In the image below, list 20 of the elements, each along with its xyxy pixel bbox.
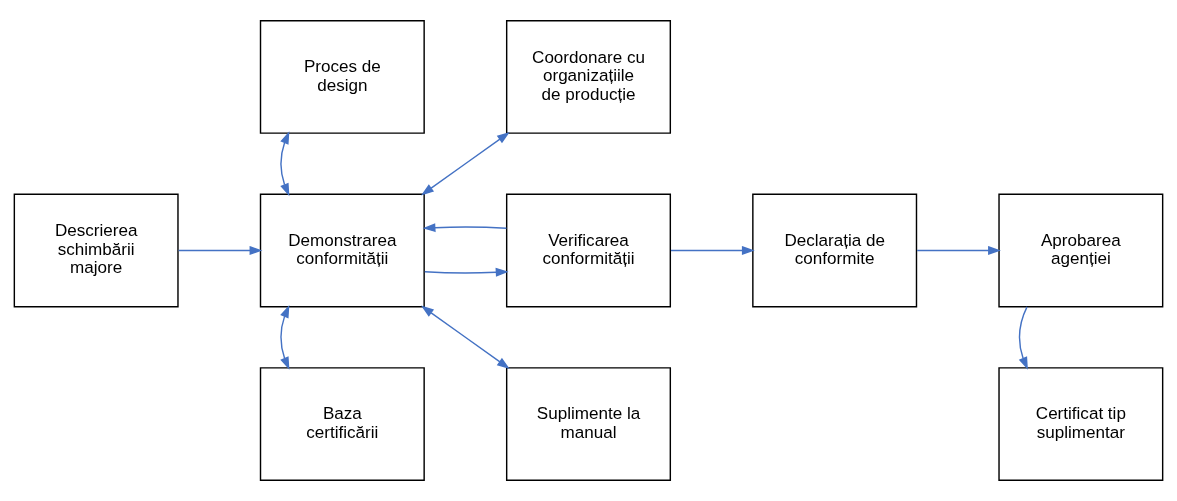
node-box: Verificarea conformității	[505, 193, 672, 308]
node-box: Demonstrarea conformității	[259, 193, 425, 308]
node-box: Certificat tip suplimentar	[998, 367, 1164, 481]
arrow	[421, 305, 510, 369]
arrow	[280, 304, 290, 370]
node-box: Coordonare cu organizațiile de producție	[505, 20, 672, 134]
arrow	[421, 132, 510, 196]
node-box: Proces de design	[259, 20, 425, 134]
arrow	[177, 246, 263, 255]
arrow	[422, 223, 508, 233]
node-box: Suplimente la manual	[505, 367, 672, 481]
arrow	[424, 267, 509, 277]
node-box: Aprobarea agenției	[998, 193, 1164, 308]
arrow	[916, 246, 1001, 255]
arrow	[670, 246, 755, 255]
node-box: Declarația de conformite	[752, 193, 918, 308]
arrow	[280, 131, 290, 197]
arrow	[1018, 306, 1028, 370]
node-box: Baza certificării	[259, 367, 425, 481]
node-box: Descrierea schimbării majore	[13, 193, 179, 308]
